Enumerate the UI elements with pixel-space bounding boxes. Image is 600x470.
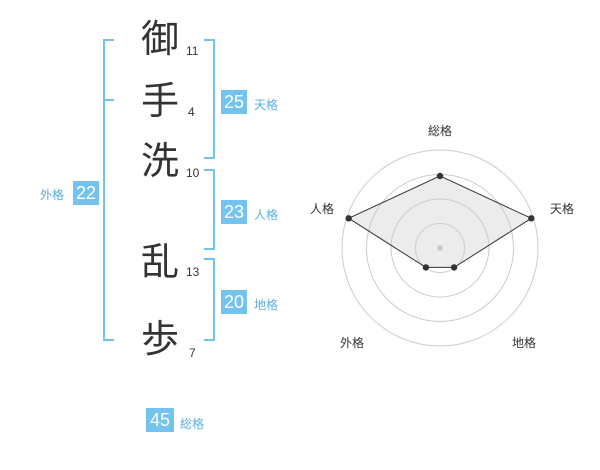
radar-polygon <box>347 175 533 268</box>
gaikaku-bracket <box>103 39 114 341</box>
jinkaku-value: 23 <box>221 200 247 224</box>
radar-point-5 <box>345 215 352 222</box>
radar-point-2 <box>528 215 535 222</box>
radar-point-1 <box>436 172 444 180</box>
stroke-count-3: 10 <box>186 166 200 180</box>
radar-axis-label-gai: 外格 <box>340 336 365 350</box>
soukaku-value: 45 <box>146 408 174 432</box>
radar-axis-label-jin: 人格 <box>310 202 335 216</box>
radar-ring <box>341 149 539 347</box>
stroke-count-5: 7 <box>189 346 196 360</box>
stroke-count-1: 11 <box>186 44 199 58</box>
name-char-3: 洗 <box>140 139 179 183</box>
radar-point-4 <box>422 264 430 271</box>
name-char-2: 手 <box>140 79 179 123</box>
chikaku-value: 20 <box>221 290 247 314</box>
tenkaku-label: 天格 <box>254 98 279 112</box>
stroke-count-2: 4 <box>188 105 195 119</box>
stroke-count-4: 13 <box>186 265 200 279</box>
radar-axis-label-chi: 地格 <box>512 336 537 350</box>
radar-center-dot <box>437 245 443 251</box>
name-char-4: 乱 <box>140 240 179 284</box>
radar-axis-label-sou: 総格 <box>428 124 453 138</box>
tenkaku-bracket <box>204 39 215 159</box>
radar-axis-label-ten: 天格 <box>550 202 575 216</box>
jinkaku-bracket <box>204 169 215 250</box>
radar-point-3 <box>450 264 458 271</box>
jinkaku-label: 人格 <box>254 208 279 222</box>
tenkaku-value: 25 <box>221 90 247 114</box>
soukaku-label: 総格 <box>180 417 205 431</box>
chikaku-bracket <box>204 258 215 341</box>
radar-ring <box>390 198 490 298</box>
chikaku-label: 地格 <box>254 298 279 312</box>
gaikaku-label: 外格 <box>40 188 65 202</box>
gaikaku-value: 22 <box>73 181 99 205</box>
radar-ring <box>415 223 465 273</box>
name-char-5: 歩 <box>140 317 179 361</box>
name-char-1: 御 <box>140 17 179 61</box>
